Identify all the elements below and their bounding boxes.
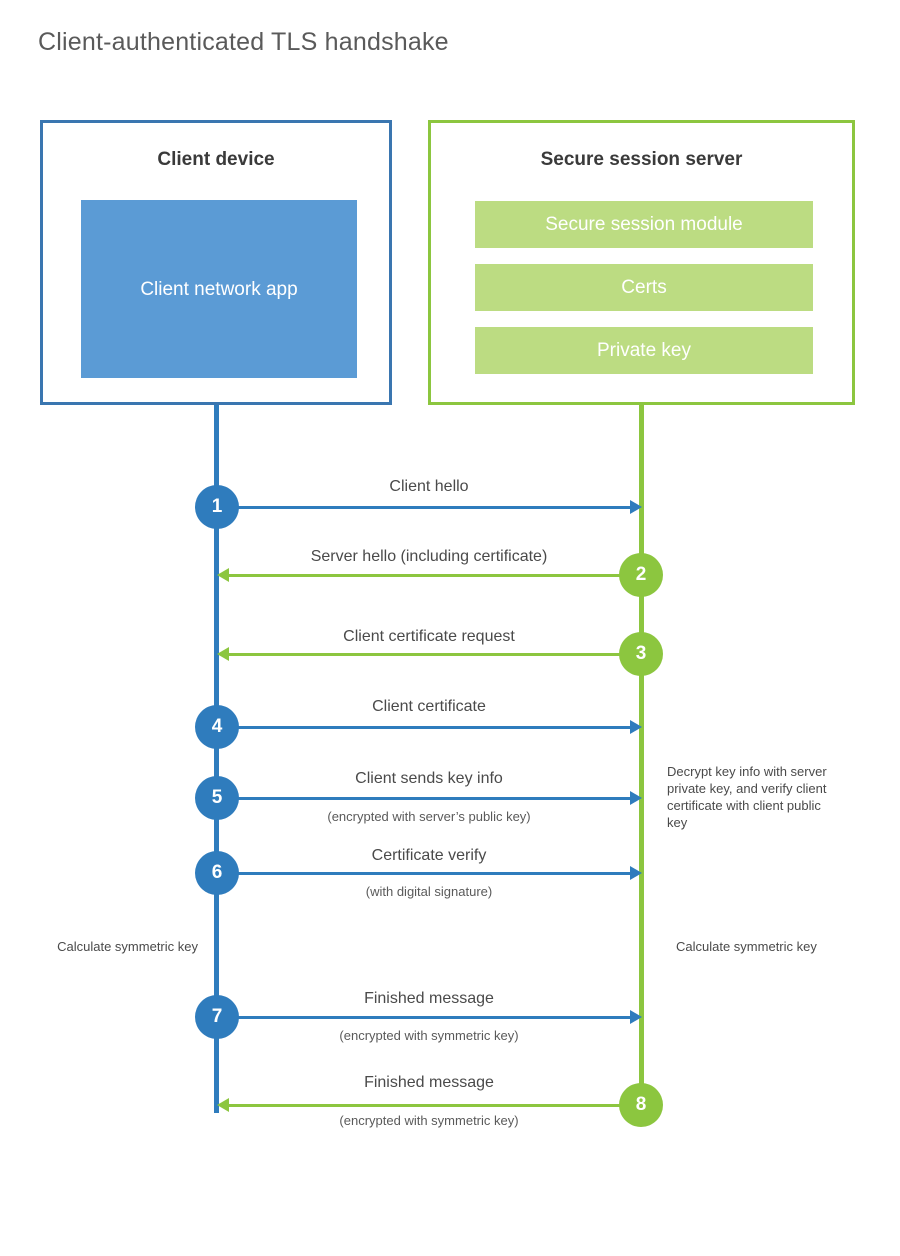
server-component-certs: Certs xyxy=(475,264,813,311)
step-4-arrow-line xyxy=(217,726,633,729)
step-7-arrow-head-icon xyxy=(630,1010,642,1024)
step-6-circle: 6 xyxy=(195,851,239,895)
server-lifeline xyxy=(639,405,644,1106)
step-7-sublabel: (encrypted with symmetric key) xyxy=(339,1028,519,1043)
step-8-sublabel: (encrypted with symmetric key) xyxy=(339,1113,519,1128)
step-4-circle: 4 xyxy=(195,705,239,749)
client-device-title: Client device xyxy=(157,149,275,170)
step-1-circle: 1 xyxy=(195,485,239,529)
step-3-label: Client certificate request xyxy=(343,628,515,645)
step-2-arrow-head-icon xyxy=(217,568,229,582)
step-7-circle: 7 xyxy=(195,995,239,1039)
step-5-label: Client sends key info xyxy=(355,770,503,787)
server-component-private-key: Private key xyxy=(475,327,813,374)
client-lifeline xyxy=(214,405,219,1113)
secure-session-server-box: Secure session server Secure session mod… xyxy=(428,120,855,405)
step-2-label: Server hello (including certificate) xyxy=(310,548,548,565)
step-3-circle: 3 xyxy=(619,632,663,676)
step-8-arrow-line xyxy=(224,1104,641,1107)
step-6-label: Certificate verify xyxy=(371,847,487,864)
step-4-arrow-head-icon xyxy=(630,720,642,734)
step-6-arrow-head-icon xyxy=(630,866,642,880)
step-6-sublabel: (with digital signature) xyxy=(365,884,493,899)
step-1-arrow-head-icon xyxy=(630,500,642,514)
step-5-arrow-line xyxy=(217,797,633,800)
step-5-circle: 5 xyxy=(195,776,239,820)
step-4-label: Client certificate xyxy=(372,698,486,715)
step-1-arrow-line xyxy=(217,506,633,509)
server-calculate-symmetric-key-note: Calculate symmetric key xyxy=(676,939,817,954)
step-5-sublabel: (encrypted with server’s public key) xyxy=(327,809,531,824)
step-6-arrow-line xyxy=(217,872,633,875)
server-decrypt-note: Decrypt key info with server private key… xyxy=(667,764,827,830)
client-device-box: Client device Client network app xyxy=(40,120,392,405)
step-1-label: Client hello xyxy=(389,478,469,495)
step-5-arrow-head-icon xyxy=(630,791,642,805)
client-network-app-block: Client network app xyxy=(81,200,357,378)
step-8-circle: 8 xyxy=(619,1083,663,1127)
server-component-secure-session-module: Secure session module xyxy=(475,201,813,248)
page-title: Client-authenticated TLS handshake xyxy=(38,28,449,56)
step-3-arrow-line xyxy=(224,653,641,656)
step-2-arrow-line xyxy=(224,574,641,577)
secure-session-server-title: Secure session server xyxy=(540,149,743,170)
step-8-arrow-head-icon xyxy=(217,1098,229,1112)
step-7-label: Finished message xyxy=(364,990,494,1007)
step-8-label: Finished message xyxy=(364,1074,494,1091)
step-3-arrow-head-icon xyxy=(217,647,229,661)
client-calculate-symmetric-key-note: Calculate symmetric key xyxy=(57,939,198,954)
step-2-circle: 2 xyxy=(619,553,663,597)
step-7-arrow-line xyxy=(217,1016,633,1019)
